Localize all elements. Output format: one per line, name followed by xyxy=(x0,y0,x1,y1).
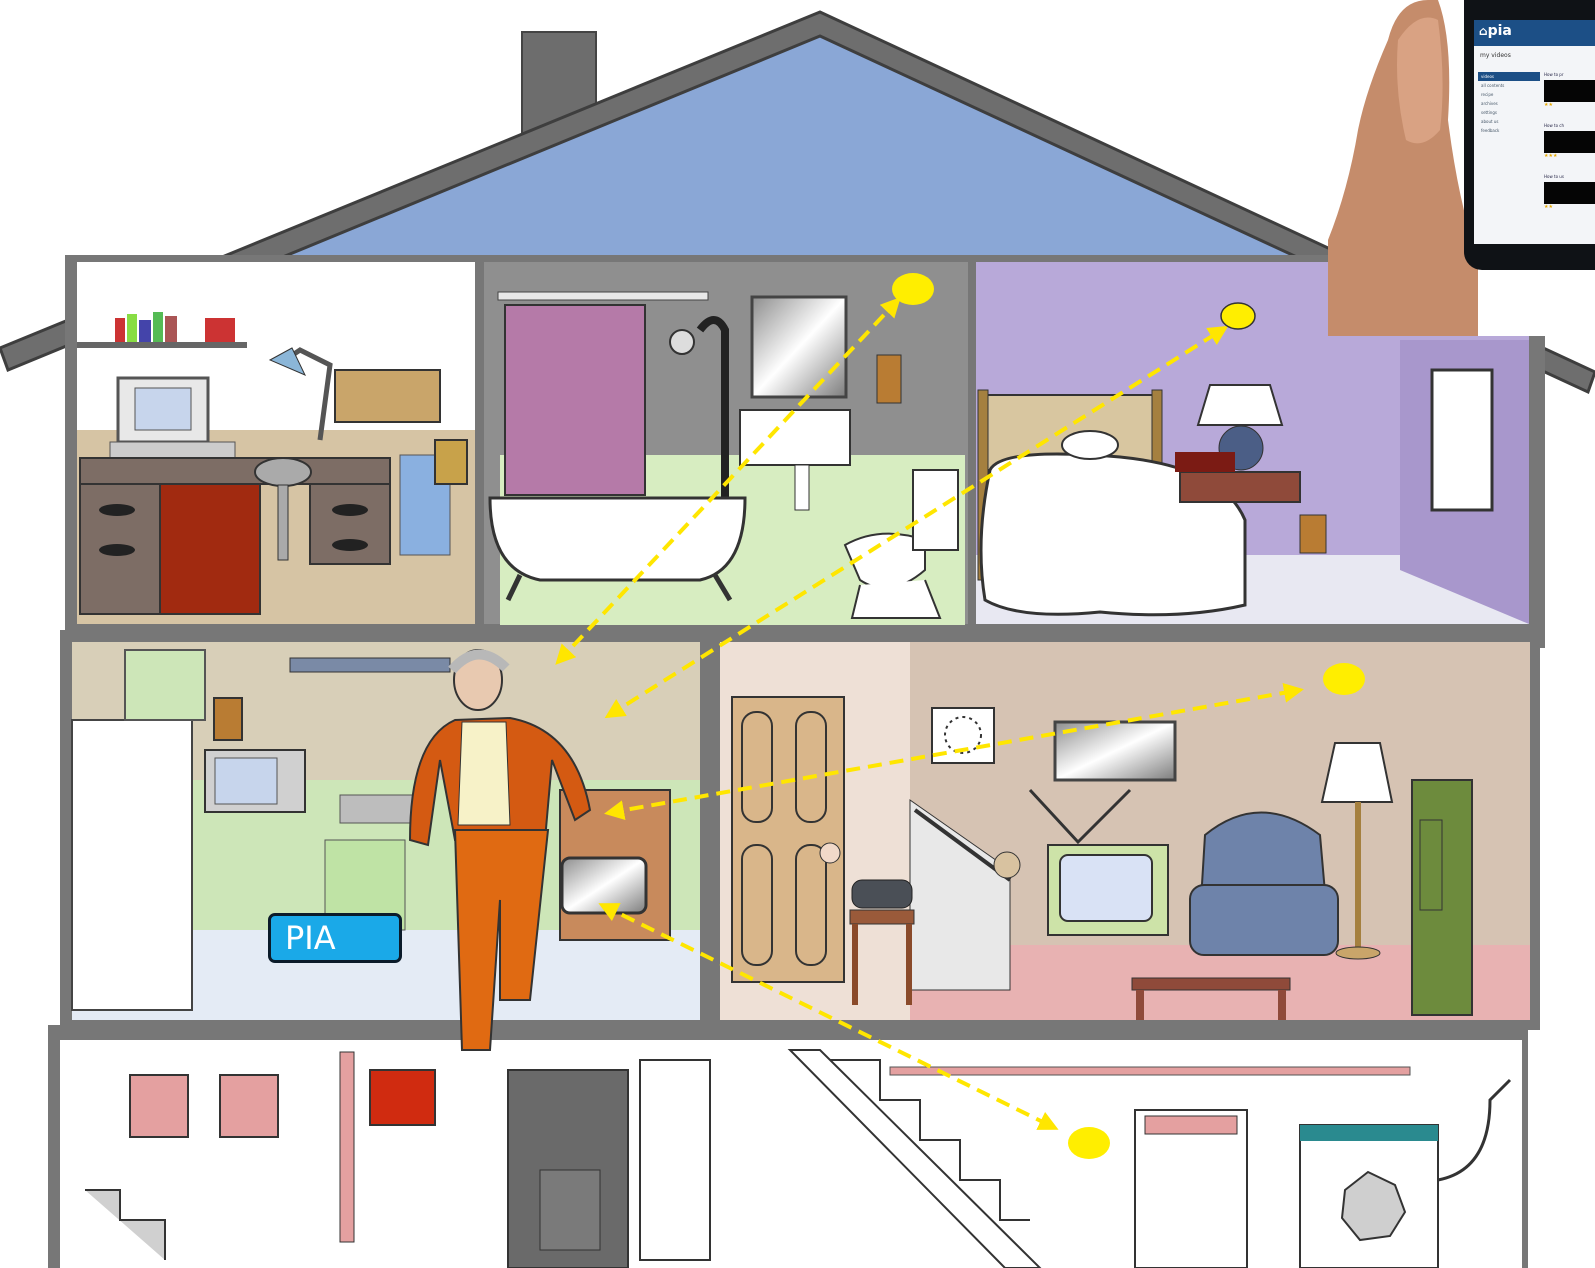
bathroom xyxy=(484,262,968,625)
nightstand xyxy=(1180,472,1300,502)
study-room xyxy=(77,262,475,624)
tablet-screen: ⌂pia my videos videos all contents recip… xyxy=(1464,0,1595,270)
shower-curtain xyxy=(505,305,645,495)
pia-label: PIA xyxy=(268,913,402,963)
shelf xyxy=(77,342,247,348)
video-thumbnail[interactable] xyxy=(1544,131,1595,153)
video-thumbnail[interactable] xyxy=(1544,182,1595,204)
lamp xyxy=(1198,385,1282,425)
tablet-inset: ⌂pia my videos videos all contents recip… xyxy=(1328,0,1595,336)
desk xyxy=(80,458,390,484)
bathtub xyxy=(490,498,745,580)
cabinet xyxy=(335,370,440,422)
floor-lamp xyxy=(1322,743,1392,802)
app-sidebar: videos all contents recipe archives sett… xyxy=(1478,72,1540,135)
video-card[interactable]: How to pr ★★ xyxy=(1544,72,1595,120)
video-title: How to us xyxy=(1544,174,1595,182)
sensor-dot-bedroom xyxy=(1221,303,1255,329)
video-card[interactable]: How to ch ★★★ xyxy=(1544,123,1595,171)
nav-item[interactable]: recipe xyxy=(1478,90,1540,99)
nav-item[interactable]: settings xyxy=(1478,108,1540,117)
nav-item-videos[interactable]: videos xyxy=(1478,72,1540,81)
house-icon: ⌂ xyxy=(1479,24,1488,38)
video-card[interactable]: How to us ★★ xyxy=(1544,174,1595,222)
water-heater xyxy=(640,1060,710,1260)
nav-item[interactable]: archives xyxy=(1478,99,1540,108)
pia-app: ⌂pia my videos videos all contents recip… xyxy=(1474,20,1595,244)
app-header: ⌂pia xyxy=(1474,20,1595,46)
sink xyxy=(740,410,850,465)
video-title: How to pr xyxy=(1544,72,1595,80)
living-room xyxy=(720,642,1530,1020)
nav-item[interactable]: feedback xyxy=(1478,126,1540,135)
front-door xyxy=(732,697,844,982)
outlet xyxy=(435,440,467,484)
rating-stars: ★★ xyxy=(1544,102,1595,108)
page-title: my videos xyxy=(1480,52,1511,59)
coffee-table xyxy=(1132,978,1290,990)
nav-item[interactable]: about us xyxy=(1478,117,1540,126)
video-list: How to pr ★★ How to ch ★★★ How to us ★★ xyxy=(1544,72,1595,225)
refrigerator xyxy=(72,720,192,1010)
rating-stars: ★★★ xyxy=(1544,153,1595,159)
chair xyxy=(255,458,311,486)
bathroom-mirror xyxy=(752,297,846,397)
app-logo: ⌂pia xyxy=(1479,23,1512,39)
sensor-dot-living-room xyxy=(1323,663,1365,695)
video-thumbnail[interactable] xyxy=(1544,80,1595,102)
kitchen xyxy=(72,642,700,1020)
telephone xyxy=(852,880,912,908)
rating-stars: ★★ xyxy=(1544,204,1595,210)
sensor-dot-bathroom xyxy=(892,273,934,305)
basement xyxy=(60,1040,1522,1268)
video-title: How to ch xyxy=(1544,123,1595,131)
sensor-dot-basement xyxy=(1068,1127,1110,1159)
nav-item[interactable]: all contents xyxy=(1478,81,1540,90)
